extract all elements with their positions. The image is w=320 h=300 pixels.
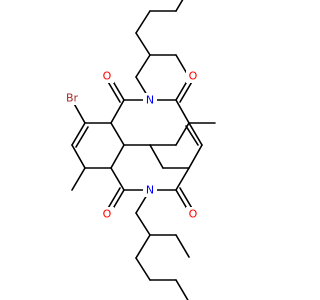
oxygen-label: O bbox=[103, 70, 112, 83]
oxygen-label: O bbox=[189, 208, 198, 221]
bond-skeleton bbox=[71, 0, 216, 300]
nitrogen-label: N bbox=[146, 184, 154, 197]
molecule-diagram: O N O Br O N O bbox=[61, 0, 216, 300]
oxygen-label: O bbox=[189, 70, 198, 83]
oxygen-atom-top-left: O bbox=[100, 69, 114, 83]
nitrogen-label: N bbox=[146, 94, 154, 107]
oxygen-label: O bbox=[103, 208, 112, 221]
oxygen-atom-bottom-left: O bbox=[100, 207, 114, 221]
nitrogen-atom-top: N bbox=[143, 93, 157, 107]
oxygen-atom-top-right: O bbox=[186, 69, 200, 83]
bromine-atom: Br bbox=[61, 91, 83, 105]
bromine-label: Br bbox=[66, 92, 79, 105]
oxygen-atom-bottom-right: O bbox=[186, 207, 200, 221]
nitrogen-atom-bottom: N bbox=[143, 183, 157, 197]
atom-labels: O N O Br O N O bbox=[61, 69, 200, 221]
